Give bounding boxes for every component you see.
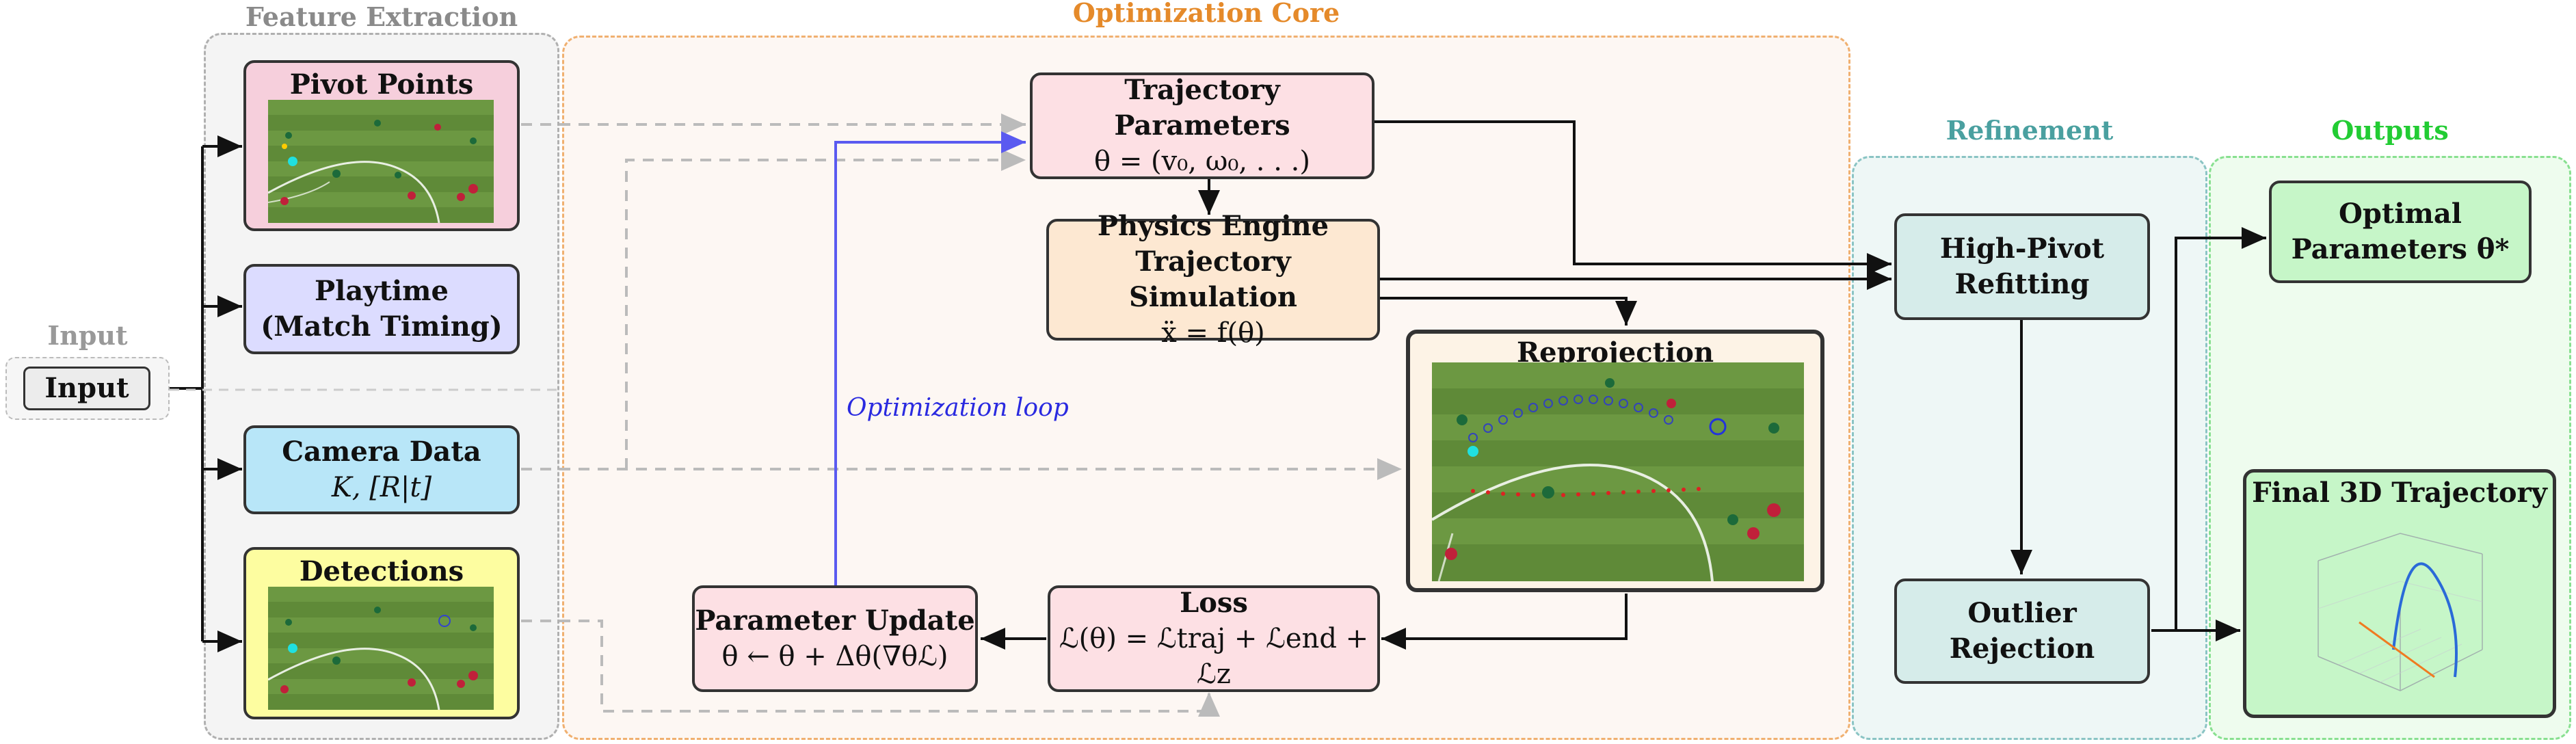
dashed-feed-arrows bbox=[521, 114, 1402, 717]
trajectory-parameters-label: Trajectory Parameters bbox=[1114, 74, 1290, 142]
camera-matrix-label: K, [R|t] bbox=[331, 472, 432, 503]
optimal-parameters-node[interactable]: Optimal Parameters θ* bbox=[2269, 181, 2532, 283]
detections-label: Detections bbox=[299, 555, 464, 587]
input-node[interactable]: Input bbox=[23, 367, 150, 410]
outlier-rejection-node[interactable]: Outlier Rejection bbox=[1894, 579, 2150, 684]
camera-data-node[interactable]: Camera Data K, [R|t] bbox=[243, 425, 520, 514]
detections-image bbox=[268, 587, 494, 710]
flow-arrows bbox=[981, 120, 2266, 650]
parameter-update-node[interactable]: Parameter Update θ ← θ + Δθ(∇θℒ) bbox=[692, 585, 978, 692]
playtime-label: Playtime bbox=[315, 275, 449, 307]
parameter-update-label: Parameter Update bbox=[695, 604, 975, 637]
refinement-title: Refinement bbox=[1946, 115, 2114, 146]
input-fanout-arrows bbox=[170, 135, 242, 652]
refitting-label: Refitting bbox=[1954, 268, 2090, 300]
optimal-label: Optimal bbox=[2339, 198, 2462, 230]
loss-label: Loss bbox=[1180, 587, 1248, 619]
outlier-label: Outlier bbox=[1967, 597, 2077, 629]
final-3d-trajectory-node[interactable]: Final 3D Trajectory bbox=[2243, 469, 2556, 718]
loss-node[interactable]: Loss ℒ(θ) = ℒtraj + ℒend + ℒz bbox=[1048, 585, 1380, 692]
loss-formula: ℒ(θ) = ℒtraj + ℒend + ℒz bbox=[1059, 623, 1369, 690]
optimization-loop-label: Optimization loop bbox=[847, 394, 1069, 422]
final-3d-trajectory-label: Final 3D Trajectory bbox=[2252, 477, 2547, 509]
input-node-label: Input bbox=[44, 372, 129, 404]
trajectory-3d-plot bbox=[2298, 520, 2503, 704]
outputs-title: Outputs bbox=[2331, 115, 2449, 146]
reprojection-image bbox=[1432, 362, 1804, 581]
physics-engine-label: Physics Engine bbox=[1097, 210, 1329, 242]
physics-engine-formula: ẍ = f(θ) bbox=[1161, 317, 1265, 349]
rejection-label: Rejection bbox=[1949, 633, 2095, 665]
optimization-loop-arrow bbox=[834, 131, 1026, 587]
high-pivot-refitting-node[interactable]: High-Pivot Refitting bbox=[1894, 213, 2150, 320]
optimization-core-title: Optimization Core bbox=[1072, 0, 1340, 28]
playtime-sublabel: (Match Timing) bbox=[261, 310, 503, 343]
high-pivot-label: High-Pivot bbox=[1939, 232, 2105, 265]
optimal-theta-label: Parameters θ* bbox=[2291, 233, 2510, 265]
physics-engine-sublabel: Trajectory Simulation bbox=[1128, 245, 1298, 313]
pivot-points-image bbox=[268, 100, 494, 223]
physics-engine-node[interactable]: Physics Engine Trajectory Simulation ẍ =… bbox=[1046, 210, 1380, 349]
camera-data-label: Camera Data bbox=[282, 436, 481, 468]
input-group-title: Input bbox=[47, 320, 128, 351]
pivot-points-label: Pivot Points bbox=[289, 68, 474, 101]
trajectory-parameters-node[interactable]: Trajectory Parameters θ = (v₀, ω₀, . . .… bbox=[1030, 72, 1375, 179]
playtime-node[interactable]: Playtime (Match Timing) bbox=[243, 264, 520, 354]
parameter-update-formula: θ ← θ + Δθ(∇θℒ) bbox=[721, 641, 948, 672]
feature-extraction-title: Feature Extraction bbox=[245, 1, 518, 32]
trajectory-parameters-formula: θ = (v₀, ω₀, . . .) bbox=[1094, 146, 1310, 177]
